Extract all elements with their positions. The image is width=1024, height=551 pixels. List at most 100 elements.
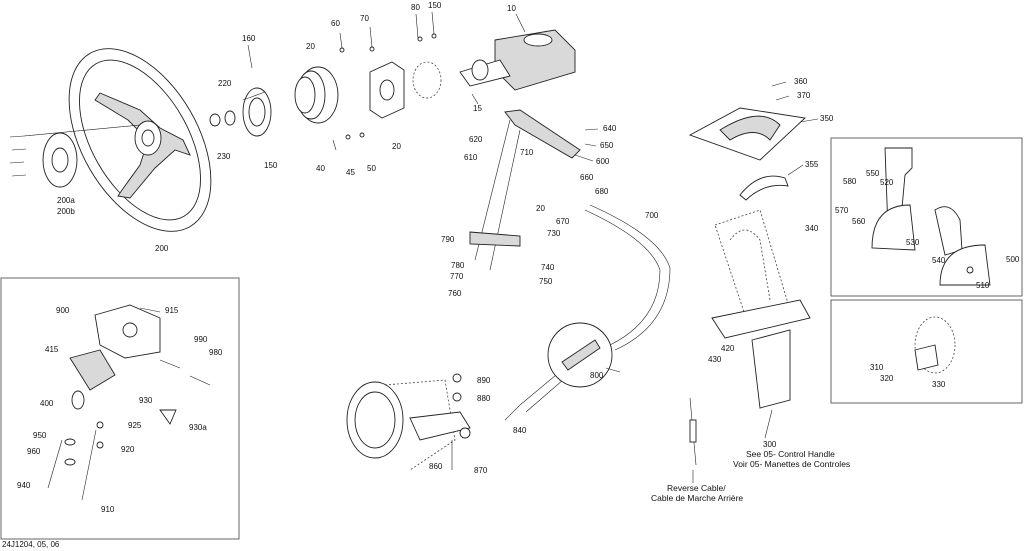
callout: 800 bbox=[590, 371, 604, 380]
callout: 740 bbox=[541, 263, 555, 272]
spacer-230 bbox=[209, 110, 236, 127]
callout: 860 bbox=[429, 462, 443, 471]
helm-10 bbox=[459, 29, 576, 91]
bracket-20 bbox=[369, 61, 405, 119]
sensor-hardware bbox=[47, 307, 211, 501]
callout: 890 bbox=[477, 376, 491, 385]
sensor-bracket-900 bbox=[94, 304, 161, 359]
callout: 550 bbox=[866, 169, 880, 178]
notes: See 05- Control Handle Voir 05- Manettes… bbox=[2, 449, 850, 549]
callout: 330 bbox=[932, 380, 946, 389]
callout: 900 bbox=[56, 306, 70, 315]
screws-top bbox=[247, 11, 437, 151]
callout: 990 bbox=[194, 335, 208, 344]
callout: 680 bbox=[595, 187, 609, 196]
callout: 840 bbox=[513, 426, 527, 435]
lever-790 bbox=[469, 231, 521, 247]
callout: 500 bbox=[1006, 255, 1020, 264]
callout: 530 bbox=[906, 238, 920, 247]
callout: 320 bbox=[880, 374, 894, 383]
callout: 220 bbox=[218, 79, 232, 88]
bracket-inset-parts bbox=[914, 316, 956, 374]
callout: 540 bbox=[932, 256, 946, 265]
strap-355 bbox=[739, 175, 789, 201]
inset-box-steering-sensor bbox=[0, 277, 240, 540]
callout: 940 bbox=[17, 481, 31, 490]
callout: 415 bbox=[45, 345, 59, 354]
callout: 230 bbox=[217, 152, 231, 161]
inset-box-bracket bbox=[830, 299, 1023, 404]
callout: 20 bbox=[392, 142, 401, 151]
sensor-400 bbox=[69, 349, 116, 410]
inset-box-control-handle bbox=[830, 137, 1023, 297]
screws-left bbox=[9, 124, 141, 177]
callout: 670 bbox=[556, 217, 570, 226]
callout: 200b bbox=[57, 207, 75, 216]
callout: 200a bbox=[57, 196, 75, 205]
callout: 580 bbox=[843, 177, 857, 186]
callout: 520 bbox=[880, 178, 894, 187]
callout: 160 bbox=[242, 34, 256, 43]
callout: 930a bbox=[189, 423, 207, 432]
hub-plate-200a bbox=[42, 132, 78, 188]
callout: 650 bbox=[600, 141, 614, 150]
reverse-cable-note-en: Reverse Cable/ bbox=[667, 483, 726, 493]
control-handle-inset-parts bbox=[871, 147, 991, 286]
console-plate-350 bbox=[688, 107, 806, 161]
steering-wheel bbox=[68, 48, 212, 232]
drawing-reference: 24J1204, 05, 06 bbox=[2, 540, 60, 549]
callout: 15 bbox=[473, 104, 482, 113]
callout: 790 bbox=[441, 235, 455, 244]
callout: 915 bbox=[165, 306, 179, 315]
hub-adapter-150 bbox=[242, 87, 272, 137]
callout: 150 bbox=[428, 1, 442, 10]
callout: 960 bbox=[27, 447, 41, 456]
callout: 50 bbox=[367, 164, 376, 173]
callout: 430 bbox=[708, 355, 722, 364]
callout: 980 bbox=[209, 348, 223, 357]
callout: 700 bbox=[645, 211, 659, 220]
callout: 370 bbox=[797, 91, 811, 100]
callout: 70 bbox=[360, 14, 369, 23]
callout: 640 bbox=[603, 124, 617, 133]
callout: 910 bbox=[101, 505, 115, 514]
callout: 570 bbox=[835, 206, 849, 215]
callout: 880 bbox=[477, 394, 491, 403]
callout: 60 bbox=[331, 19, 340, 28]
callout: 80 bbox=[411, 3, 420, 12]
callout: 200 bbox=[155, 244, 169, 253]
control-handle-note-fr: Voir 05- Manettes de Controles bbox=[733, 459, 850, 469]
callout: 310 bbox=[870, 363, 884, 372]
callout: 20 bbox=[536, 204, 545, 213]
cable-end-800 bbox=[547, 322, 613, 388]
shift-arm-600 bbox=[474, 109, 581, 271]
callout: 340 bbox=[805, 224, 819, 233]
callout: 300 bbox=[763, 440, 777, 449]
callout: 360 bbox=[794, 77, 808, 86]
callout: 925 bbox=[128, 421, 142, 430]
callout: 610 bbox=[464, 153, 478, 162]
control-handle-note-en: See 05- Control Handle bbox=[746, 449, 835, 459]
callout-labels: 10 15 20 40 45 50 60 70 80 150 160 220 2… bbox=[17, 1, 1020, 514]
callout: 150 bbox=[264, 161, 278, 170]
callout: 560 bbox=[852, 217, 866, 226]
callout: 510 bbox=[976, 281, 990, 290]
callout: 660 bbox=[580, 173, 594, 182]
callout: 770 bbox=[450, 272, 464, 281]
jet-nozzle-housing bbox=[346, 379, 471, 471]
callout: 400 bbox=[40, 399, 54, 408]
callout: 730 bbox=[547, 229, 561, 238]
callout: 20 bbox=[306, 42, 315, 51]
leader-lines bbox=[471, 13, 819, 483]
callout: 355 bbox=[805, 160, 819, 169]
callout: 40 bbox=[316, 164, 325, 173]
bolts-860-870 bbox=[451, 373, 471, 470]
callout: 710 bbox=[520, 148, 534, 157]
callout: 920 bbox=[121, 445, 135, 454]
callout: 760 bbox=[448, 289, 462, 298]
callout: 950 bbox=[33, 431, 47, 440]
reverse-cable-note-fr: Cable de Marche Arrière bbox=[651, 493, 743, 503]
callout: 10 bbox=[507, 4, 516, 13]
callout: 780 bbox=[451, 261, 465, 270]
